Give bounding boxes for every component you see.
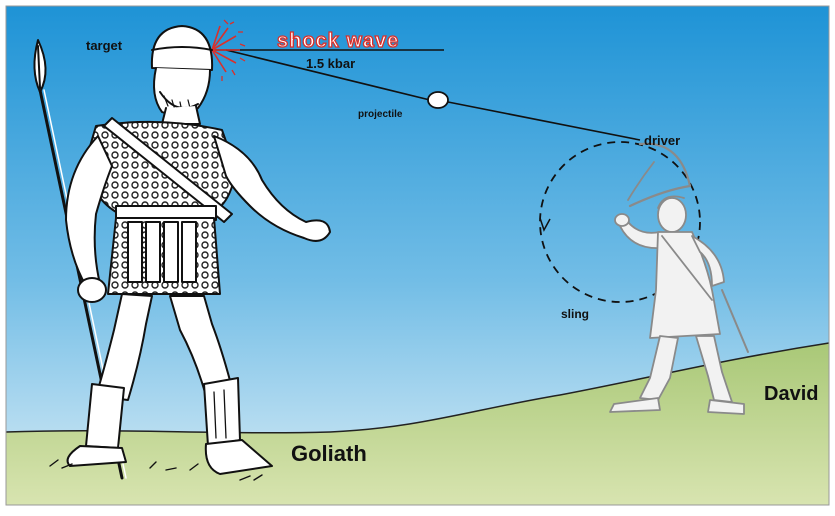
label-target: target [86, 38, 122, 53]
label-sling: sling [561, 307, 589, 321]
label-shock-wave: shock wave [277, 30, 399, 53]
label-pressure: 1.5 kbar [306, 56, 355, 71]
label-projectile: projectile [358, 109, 402, 120]
label-david: David [764, 383, 818, 406]
label-driver: driver [644, 133, 680, 148]
label-goliath: Goliath [291, 441, 367, 467]
projectile-ball [428, 92, 448, 108]
